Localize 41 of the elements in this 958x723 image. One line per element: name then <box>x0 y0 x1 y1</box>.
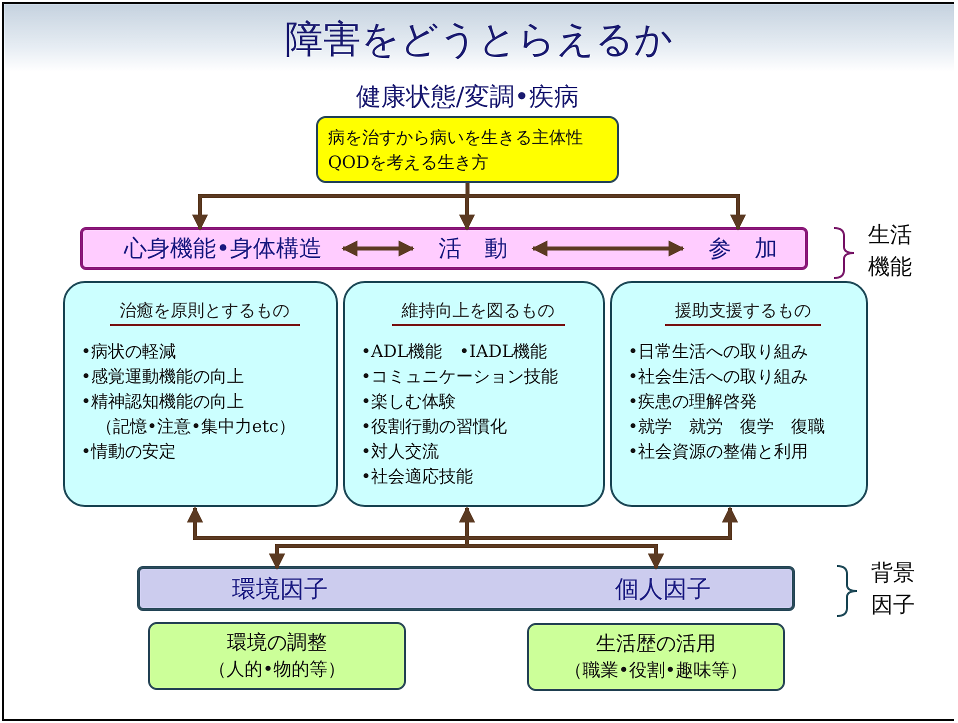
side-label: 生活機能 <box>868 222 913 282</box>
band-label: 活 動 <box>413 230 533 267</box>
side-label: 背景因子 <box>871 560 916 620</box>
bullet-item: •情動の安定 <box>81 441 176 464</box>
bullet-item: •社会適応技能 <box>361 466 474 489</box>
bullet-item: •就学 就労 復学 復職 <box>628 416 826 439</box>
bullet-item: •楽しむ体験 <box>361 391 456 414</box>
box-text: （職業•役割•趣味等） <box>564 659 748 683</box>
box-text: （人的•物的等） <box>208 658 346 682</box>
bullet-item: •社会生活への取り組み <box>628 366 808 389</box>
title: 障害をどうとらえるか <box>284 16 674 63</box>
rounded-box <box>610 281 868 507</box>
heading-text: 健康状態/変調•疾病 <box>354 81 580 113</box>
bullet-item: •対人交流 <box>361 441 440 464</box>
bullet-item: •日常生活への取り組み <box>628 341 808 364</box>
box-text: 生活歴の活用 <box>596 630 716 657</box>
bullet-item: •感覚運動機能の向上 <box>81 366 244 389</box>
box-heading: 治癒を原則とするもの <box>110 299 300 326</box>
bullet-item: •ADL機能 •IADL機能 <box>361 341 548 364</box>
band <box>80 227 808 270</box>
rounded-box <box>63 281 338 507</box>
double-arrow <box>531 240 685 256</box>
bullet-item: •疾患の理解啓発 <box>628 391 758 414</box>
double-arrow <box>341 240 415 256</box>
box-heading: 援助支援するもの <box>665 299 821 326</box>
rounded-box <box>148 622 406 690</box>
bullet-item: •役割行動の習慣化 <box>361 416 508 439</box>
rounded-box <box>527 623 785 691</box>
band-label: 参 加 <box>683 230 803 267</box>
bullet-item: •病状の軽減 <box>81 341 176 364</box>
band-label: 環境因子 <box>200 569 360 608</box>
box-text: 環境の調整 <box>227 629 327 656</box>
band-label: 個人因子 <box>583 569 743 608</box>
band-label: 心身機能•身体構造 <box>103 230 343 267</box>
rounded-box <box>343 281 605 507</box>
band <box>137 566 795 611</box>
bullet-item: •社会資源の整備と利用 <box>628 441 808 464</box>
process-box: 病を治すから病いを生きる主体性QODを考える生き方 <box>316 116 619 183</box>
box-heading: 維持向上を図るもの <box>392 299 564 326</box>
bullet-item: •コミュニケーション技能 <box>361 366 558 389</box>
bullet-item: •精神認知機能の向上（記憶•注意•集中力etc） <box>81 391 296 439</box>
